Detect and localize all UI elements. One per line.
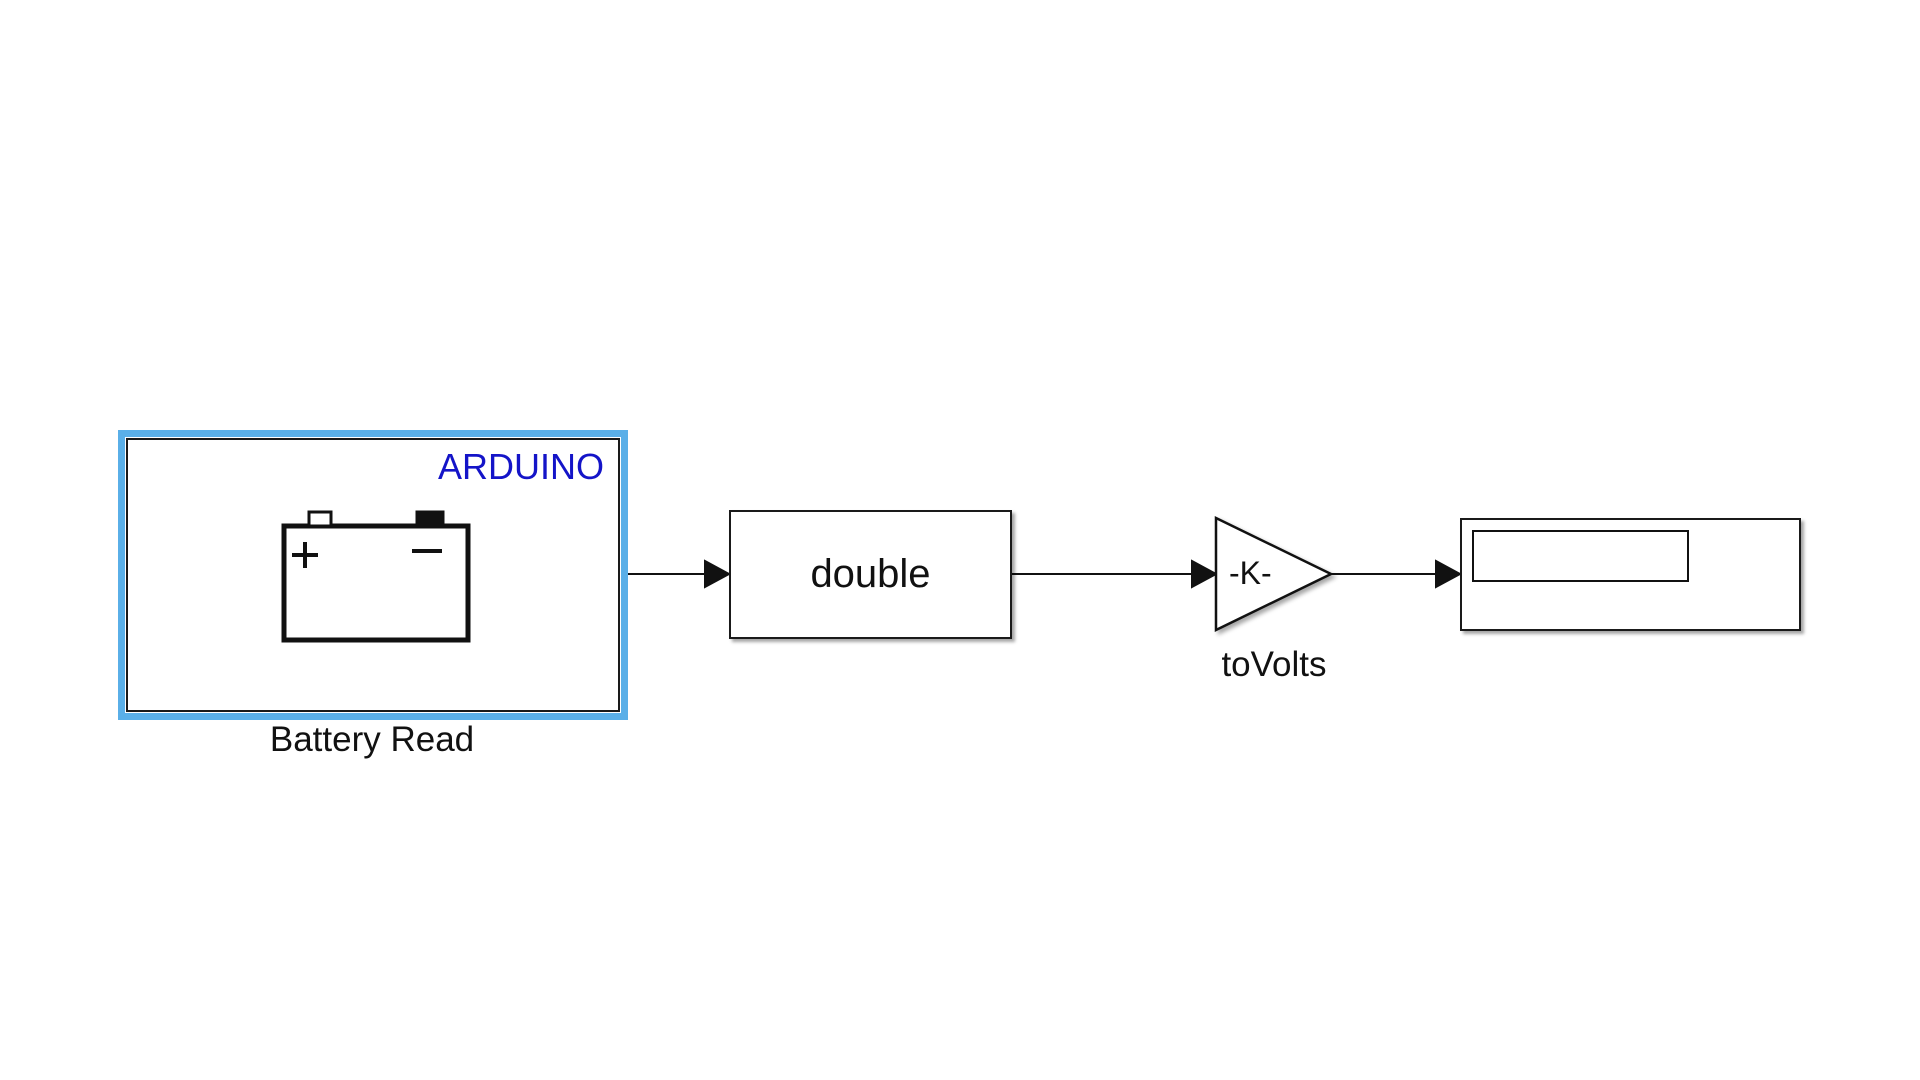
battery-read-caption: Battery Read	[260, 720, 484, 760]
arrow-head-icon	[1191, 559, 1219, 589]
arrow-head-icon	[1435, 559, 1463, 589]
display-value-field	[1472, 530, 1689, 582]
arrow-head-icon	[704, 559, 732, 589]
data-type-conversion-block[interactable]: double	[729, 510, 1012, 639]
arduino-brand-label: ARDUINO	[437, 446, 604, 487]
display-block[interactable]	[1460, 518, 1801, 631]
data-type-label: double	[810, 552, 931, 596]
battery-read-block[interactable]: ARDUINO	[118, 430, 628, 720]
battery-icon	[281, 510, 471, 643]
gain-value-label: -K-	[1229, 555, 1272, 591]
gain-caption: toVolts	[1221, 645, 1327, 684]
